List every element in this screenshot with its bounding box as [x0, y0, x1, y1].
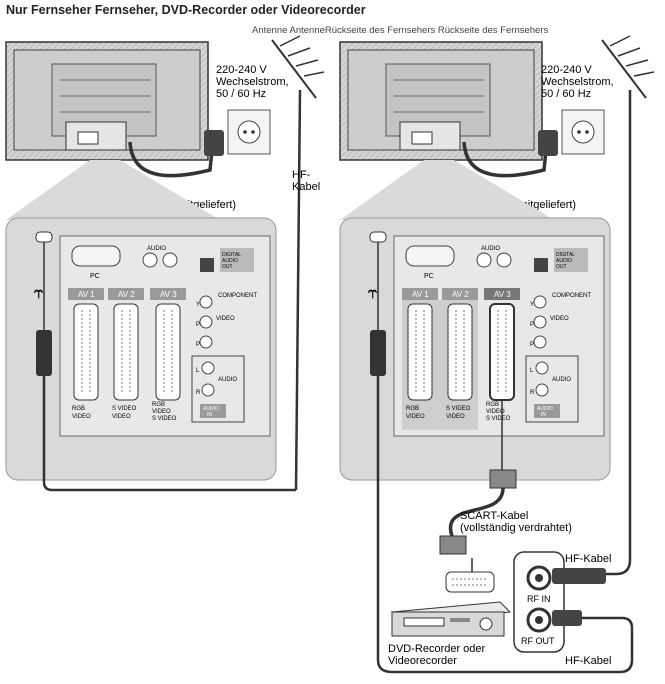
- right-av1-line-2: VIDEO: [406, 414, 425, 420]
- rf-in-cable-label: HF-Kabel: [565, 553, 611, 565]
- left-plug-icon: [204, 130, 224, 156]
- right-av2-line-1: S VIDEO: [446, 406, 471, 412]
- left-av2-label: AV 2: [118, 290, 135, 299]
- left-audio-in-1: AUDIO: [203, 406, 219, 412]
- right-rf-out-cable-line: [376, 376, 634, 674]
- left-r-label: R: [196, 390, 201, 396]
- right-r-label: R: [530, 390, 535, 396]
- left-av1-line-1: RGB: [72, 406, 85, 412]
- left-digital-audio-2: AUDIO: [222, 258, 238, 264]
- left-rf-cable-label-2: Kabel: [292, 181, 320, 193]
- right-av3-line-1: RGB: [486, 402, 499, 408]
- right-audio-in-1: AUDIO: [537, 406, 553, 412]
- right-power-spec-1: 220-240 V: [541, 64, 592, 76]
- left-pb-label: PB: [196, 322, 204, 328]
- right-av3-line-3: S VIDEO: [486, 416, 511, 422]
- right-zoom-wedge: [340, 160, 554, 220]
- right-av1-label: AV 1: [412, 290, 429, 299]
- right-y-label: Y: [530, 302, 534, 308]
- left-antenna-symbol-icon: ⥾: [34, 285, 43, 302]
- recorder-label-2: Videorecorder: [388, 655, 457, 667]
- right-digital-audio-3: OUT: [556, 264, 567, 270]
- right-audio-top-label: AUDIO: [481, 246, 500, 252]
- right-av2-label: AV 2: [452, 290, 469, 299]
- recorder-scart-socket-icon: [445, 571, 495, 593]
- right-audio-r-label: AUDIO: [552, 377, 571, 383]
- left-av3-line-3: S VIDEO: [152, 416, 177, 422]
- dvd-recorder-icon: [390, 601, 512, 637]
- right-l-label: L: [530, 368, 534, 374]
- left-av3-line-1: RGB: [152, 402, 165, 408]
- left-audio-in-2: IN: [207, 412, 212, 418]
- scart-cable-label-2: (vollständig verdrahtet): [460, 522, 572, 534]
- left-tv-back: [5, 41, 209, 161]
- rf-in-label: RF IN: [527, 594, 551, 604]
- right-digital-audio-2: AUDIO: [556, 258, 572, 264]
- scart-cable-label-1: SCART-Kabel: [460, 510, 528, 522]
- scart-cable: [439, 400, 517, 593]
- right-jack-panel: PC AUDIO DIGITAL AUDIO OUT AV 1 AV 2 AV …: [339, 217, 611, 481]
- left-audio-top-label: AUDIO: [147, 246, 166, 252]
- right-pb-label: PB: [530, 322, 538, 328]
- left-rf-cable-label-1: HF-: [292, 169, 311, 181]
- left-antenna-icon: [271, 35, 325, 491]
- right-power-spec-3: 50 / 60 Hz: [541, 88, 591, 100]
- rf-connector-box: [513, 551, 606, 653]
- rf-out-cable-label: HF-Kabel: [565, 655, 611, 667]
- left-l-label: L: [196, 368, 200, 374]
- left-av2-line-2: VIDEO: [112, 414, 131, 420]
- right-av2-line-2: VIDEO: [446, 414, 465, 420]
- left-power-spec-2: Wechselstrom,: [216, 76, 289, 88]
- right-power-spec-2: Wechselstrom,: [541, 76, 614, 88]
- left-av2-line-1: S VIDEO: [112, 406, 137, 412]
- left-digital-audio-1: DIGITAL: [222, 252, 241, 258]
- left-component-label: COMPONENT: [218, 293, 257, 299]
- left-power-spec-3: 50 / 60 Hz: [216, 88, 266, 100]
- right-plug-icon: [538, 130, 558, 156]
- right-pc-label: PC: [424, 273, 434, 280]
- right-av1-line-1: RGB: [406, 406, 419, 412]
- left-pc-label: PC: [90, 273, 100, 280]
- left-av1-line-2: VIDEO: [72, 414, 91, 420]
- recorder-label-1: DVD-Recorder oder: [388, 643, 486, 655]
- left-av3-label: AV 3: [160, 290, 177, 299]
- top-labels: Antenne AntenneRückseite des Fernsehers …: [252, 25, 549, 36]
- right-tv-back: [339, 41, 543, 161]
- left-av1-label: AV 1: [78, 290, 95, 299]
- right-antenna-icon: [601, 35, 655, 576]
- right-component-label: COMPONENT: [552, 293, 591, 299]
- left-digital-audio-3: OUT: [222, 264, 233, 270]
- page-title: Nur Fernseher Fernseher, DVD-Recorder od…: [6, 3, 366, 17]
- left-jack-panel: PC AUDIO DIGITAL AUDIO OUT AV 1 AV 2 AV …: [5, 217, 296, 492]
- left-zoom-wedge: [6, 160, 220, 220]
- left-av3-line-2: VIDEO: [152, 409, 171, 415]
- rf-out-label: RF OUT: [521, 636, 555, 646]
- right-antenna-symbol-icon: ⥾: [368, 285, 377, 302]
- left-power-cable-line: [128, 141, 214, 178]
- left-y-label: Y: [196, 302, 200, 308]
- left-power-spec-1: 220-240 V: [216, 64, 267, 76]
- right-audio-in-2: IN: [541, 412, 546, 418]
- right-video-label: VIDEO: [550, 316, 569, 322]
- left-audio-r-label: AUDIO: [218, 377, 237, 383]
- left-video-label: VIDEO: [216, 316, 235, 322]
- right-power-cable-line: [462, 141, 548, 178]
- right-digital-audio-1: DIGITAL: [556, 252, 575, 258]
- left-rf-cable-line: [42, 376, 296, 492]
- right-av3-label: AV 3: [494, 290, 511, 299]
- right-av3-line-2: VIDEO: [486, 409, 505, 415]
